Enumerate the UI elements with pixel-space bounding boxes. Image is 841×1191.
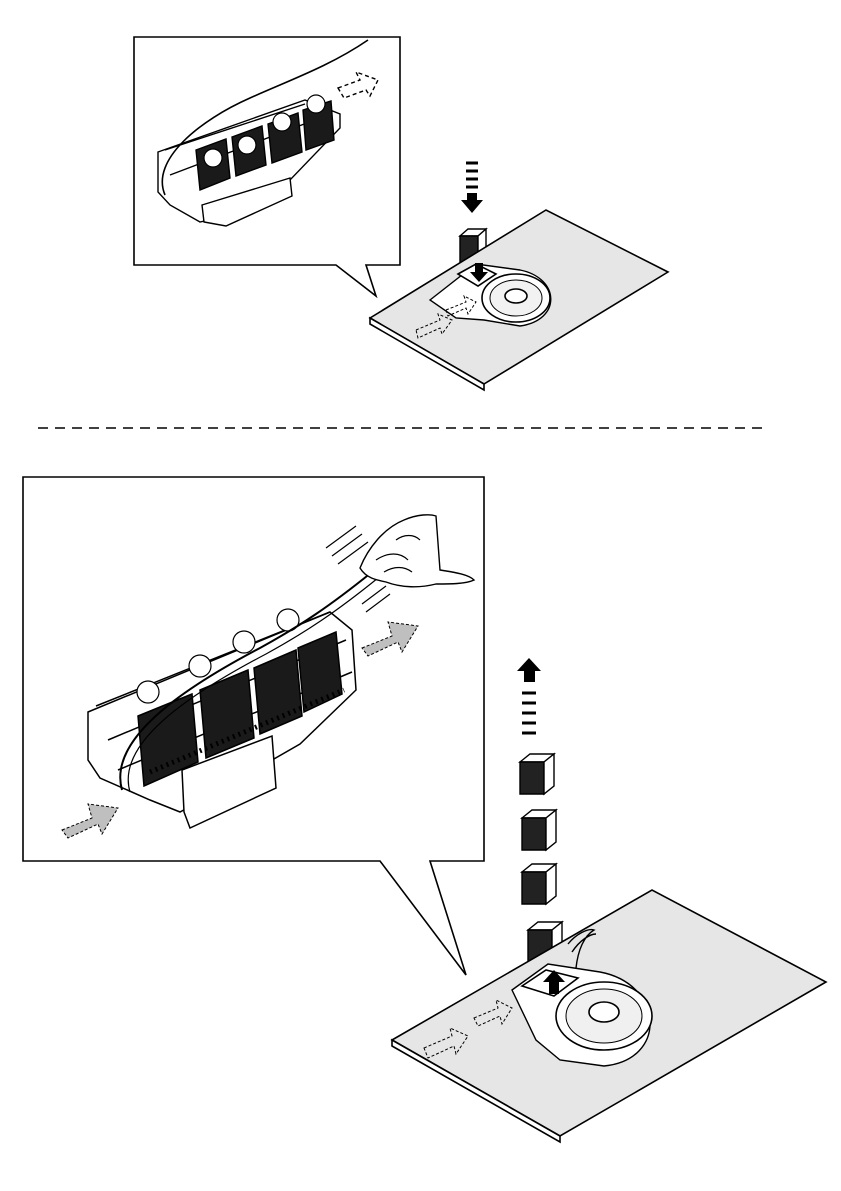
step-1-insert-filter (134, 37, 668, 390)
filter-marker-2 (238, 136, 256, 154)
filter-marker-1 (204, 149, 222, 167)
arrow-head-up (517, 658, 541, 682)
filter-block-front (520, 762, 544, 794)
filter-block-side (544, 754, 554, 794)
up-arrow-step-2 (517, 658, 541, 733)
filter-block-stack (520, 754, 562, 962)
filter-block-side (546, 864, 556, 904)
filter-marker-3 (273, 113, 291, 131)
fan-hub (505, 289, 527, 303)
step-2-remove-filters (23, 477, 826, 1142)
base-plate-step-1 (370, 210, 668, 390)
filter-block-2 (522, 810, 556, 850)
filter-block-3 (522, 864, 556, 904)
filter-marker-1 (137, 681, 159, 703)
arrow-head-down (461, 193, 483, 213)
filter-marker-4 (307, 95, 325, 113)
filter-block-front (522, 872, 546, 904)
filter-block-side (546, 810, 556, 850)
filter-block-front (522, 818, 546, 850)
filter-marker-3 (233, 631, 255, 653)
filter-marker-2 (189, 655, 211, 677)
fan-hub (589, 1002, 619, 1022)
filter-block-1 (520, 754, 554, 794)
base-plate-step-2 (392, 890, 826, 1142)
down-arrow-step-1 (461, 163, 483, 213)
